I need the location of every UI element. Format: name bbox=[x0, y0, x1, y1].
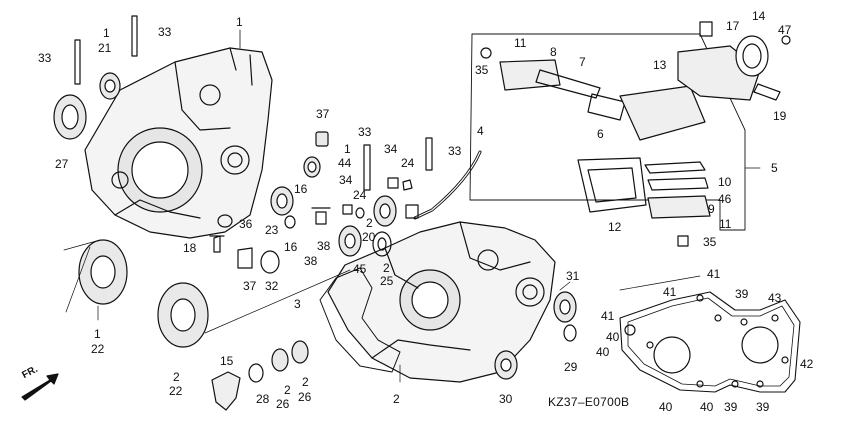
crankcase-cover-gasket bbox=[619, 291, 801, 393]
callout-number: 29 bbox=[564, 360, 578, 374]
callout-number: 11 bbox=[514, 36, 527, 50]
callout-number: 33 bbox=[448, 144, 462, 158]
callout-number: 2 bbox=[366, 216, 373, 230]
callout-number: 35 bbox=[703, 235, 717, 249]
callout-number: 5 bbox=[771, 161, 778, 175]
callout-number: 2 bbox=[302, 375, 309, 389]
callout-number: 31 bbox=[566, 269, 580, 283]
callout-number: 12 bbox=[608, 220, 622, 234]
drawing-code: KZ37–E0700B bbox=[548, 395, 630, 409]
callout-number: 36 bbox=[239, 217, 253, 231]
callout-number: 18 bbox=[183, 241, 197, 255]
callout-number: 33 bbox=[358, 125, 372, 139]
reed-valve-parts bbox=[480, 47, 711, 247]
callout-number: 3 bbox=[294, 297, 301, 311]
leader-lines bbox=[63, 239, 701, 383]
callout-number: 11 bbox=[719, 217, 732, 231]
callout-number: 4 bbox=[477, 124, 484, 138]
left-crankcase-half bbox=[84, 47, 273, 239]
studs bbox=[74, 15, 433, 191]
callout-number: 40 bbox=[596, 345, 610, 359]
callout-number: 14 bbox=[752, 9, 766, 23]
callout-number: 21 bbox=[98, 41, 112, 55]
callout-number: 19 bbox=[773, 109, 787, 123]
callout-number: 40 bbox=[659, 400, 673, 414]
callout-number: 23 bbox=[265, 223, 279, 237]
callout-number: 16 bbox=[284, 240, 298, 254]
callout-number: 39 bbox=[724, 400, 738, 414]
callout-number: 24 bbox=[401, 156, 415, 170]
front-direction-arrow bbox=[21, 373, 59, 401]
shift-parts bbox=[211, 340, 309, 411]
bearings-center bbox=[338, 177, 577, 380]
callout-number: 33 bbox=[38, 51, 52, 65]
callout-number: 41 bbox=[601, 309, 615, 323]
callout-number: 37 bbox=[243, 279, 257, 293]
callout-number: 8 bbox=[550, 45, 557, 59]
callout-number: 45 bbox=[353, 262, 367, 276]
callout-number: 28 bbox=[256, 392, 270, 406]
callout-number: 42 bbox=[800, 357, 814, 371]
callout-number: 13 bbox=[653, 58, 667, 72]
callout-number: 35 bbox=[475, 63, 489, 77]
callout-number: 41 bbox=[663, 285, 677, 299]
callout-number: 20 bbox=[362, 230, 376, 244]
callout-number: 10 bbox=[718, 175, 732, 189]
callout-number: 16 bbox=[294, 182, 308, 196]
callout-number: 38 bbox=[304, 254, 318, 268]
crankcase-gasket bbox=[319, 267, 401, 373]
callout-number: 33 bbox=[158, 25, 172, 39]
callout-number: 30 bbox=[499, 392, 513, 406]
callout-number: 1 bbox=[103, 26, 110, 40]
callout-number: 22 bbox=[91, 342, 105, 356]
callout-number: 1 bbox=[236, 15, 243, 29]
callout-number: 26 bbox=[276, 397, 290, 411]
callout-number: 39 bbox=[735, 287, 749, 301]
callout-number: 40 bbox=[700, 400, 714, 414]
callout-number: 27 bbox=[55, 157, 69, 171]
bearings-seals-left bbox=[53, 72, 331, 348]
callout-number: 43 bbox=[768, 291, 782, 305]
right-crankcase-half bbox=[327, 221, 556, 383]
callout-number: 24 bbox=[353, 188, 367, 202]
callout-number: 7 bbox=[579, 55, 586, 69]
callout-number: 32 bbox=[265, 279, 279, 293]
callout-number: 37 bbox=[316, 107, 330, 121]
callout-number: 47 bbox=[778, 23, 792, 37]
callout-number: 40 bbox=[606, 330, 620, 344]
callout-number: 2 bbox=[383, 261, 390, 275]
callout-number: 17 bbox=[726, 19, 740, 33]
callout-number: 38 bbox=[317, 239, 331, 253]
callout-number: 15 bbox=[220, 354, 234, 368]
callout-number: 9 bbox=[708, 202, 715, 216]
callout-number: 1 bbox=[344, 142, 351, 156]
callout-number: 2 bbox=[284, 383, 291, 397]
callout-number: 46 bbox=[718, 192, 732, 206]
callout-number: 25 bbox=[380, 274, 394, 288]
callout-number: 39 bbox=[756, 400, 770, 414]
callout-number: 2 bbox=[173, 370, 180, 384]
callout-number: 1 bbox=[94, 327, 101, 341]
callout-number: 34 bbox=[339, 173, 353, 187]
callout-number: 44 bbox=[338, 156, 352, 170]
callout-number: 34 bbox=[384, 142, 398, 156]
callout-number: 2 bbox=[393, 392, 400, 406]
intake-manifold bbox=[677, 21, 791, 101]
callout-number: 26 bbox=[298, 390, 312, 404]
callout-number: 41 bbox=[707, 267, 721, 281]
callout-number: 6 bbox=[597, 127, 604, 141]
callout-number: 22 bbox=[169, 384, 183, 398]
